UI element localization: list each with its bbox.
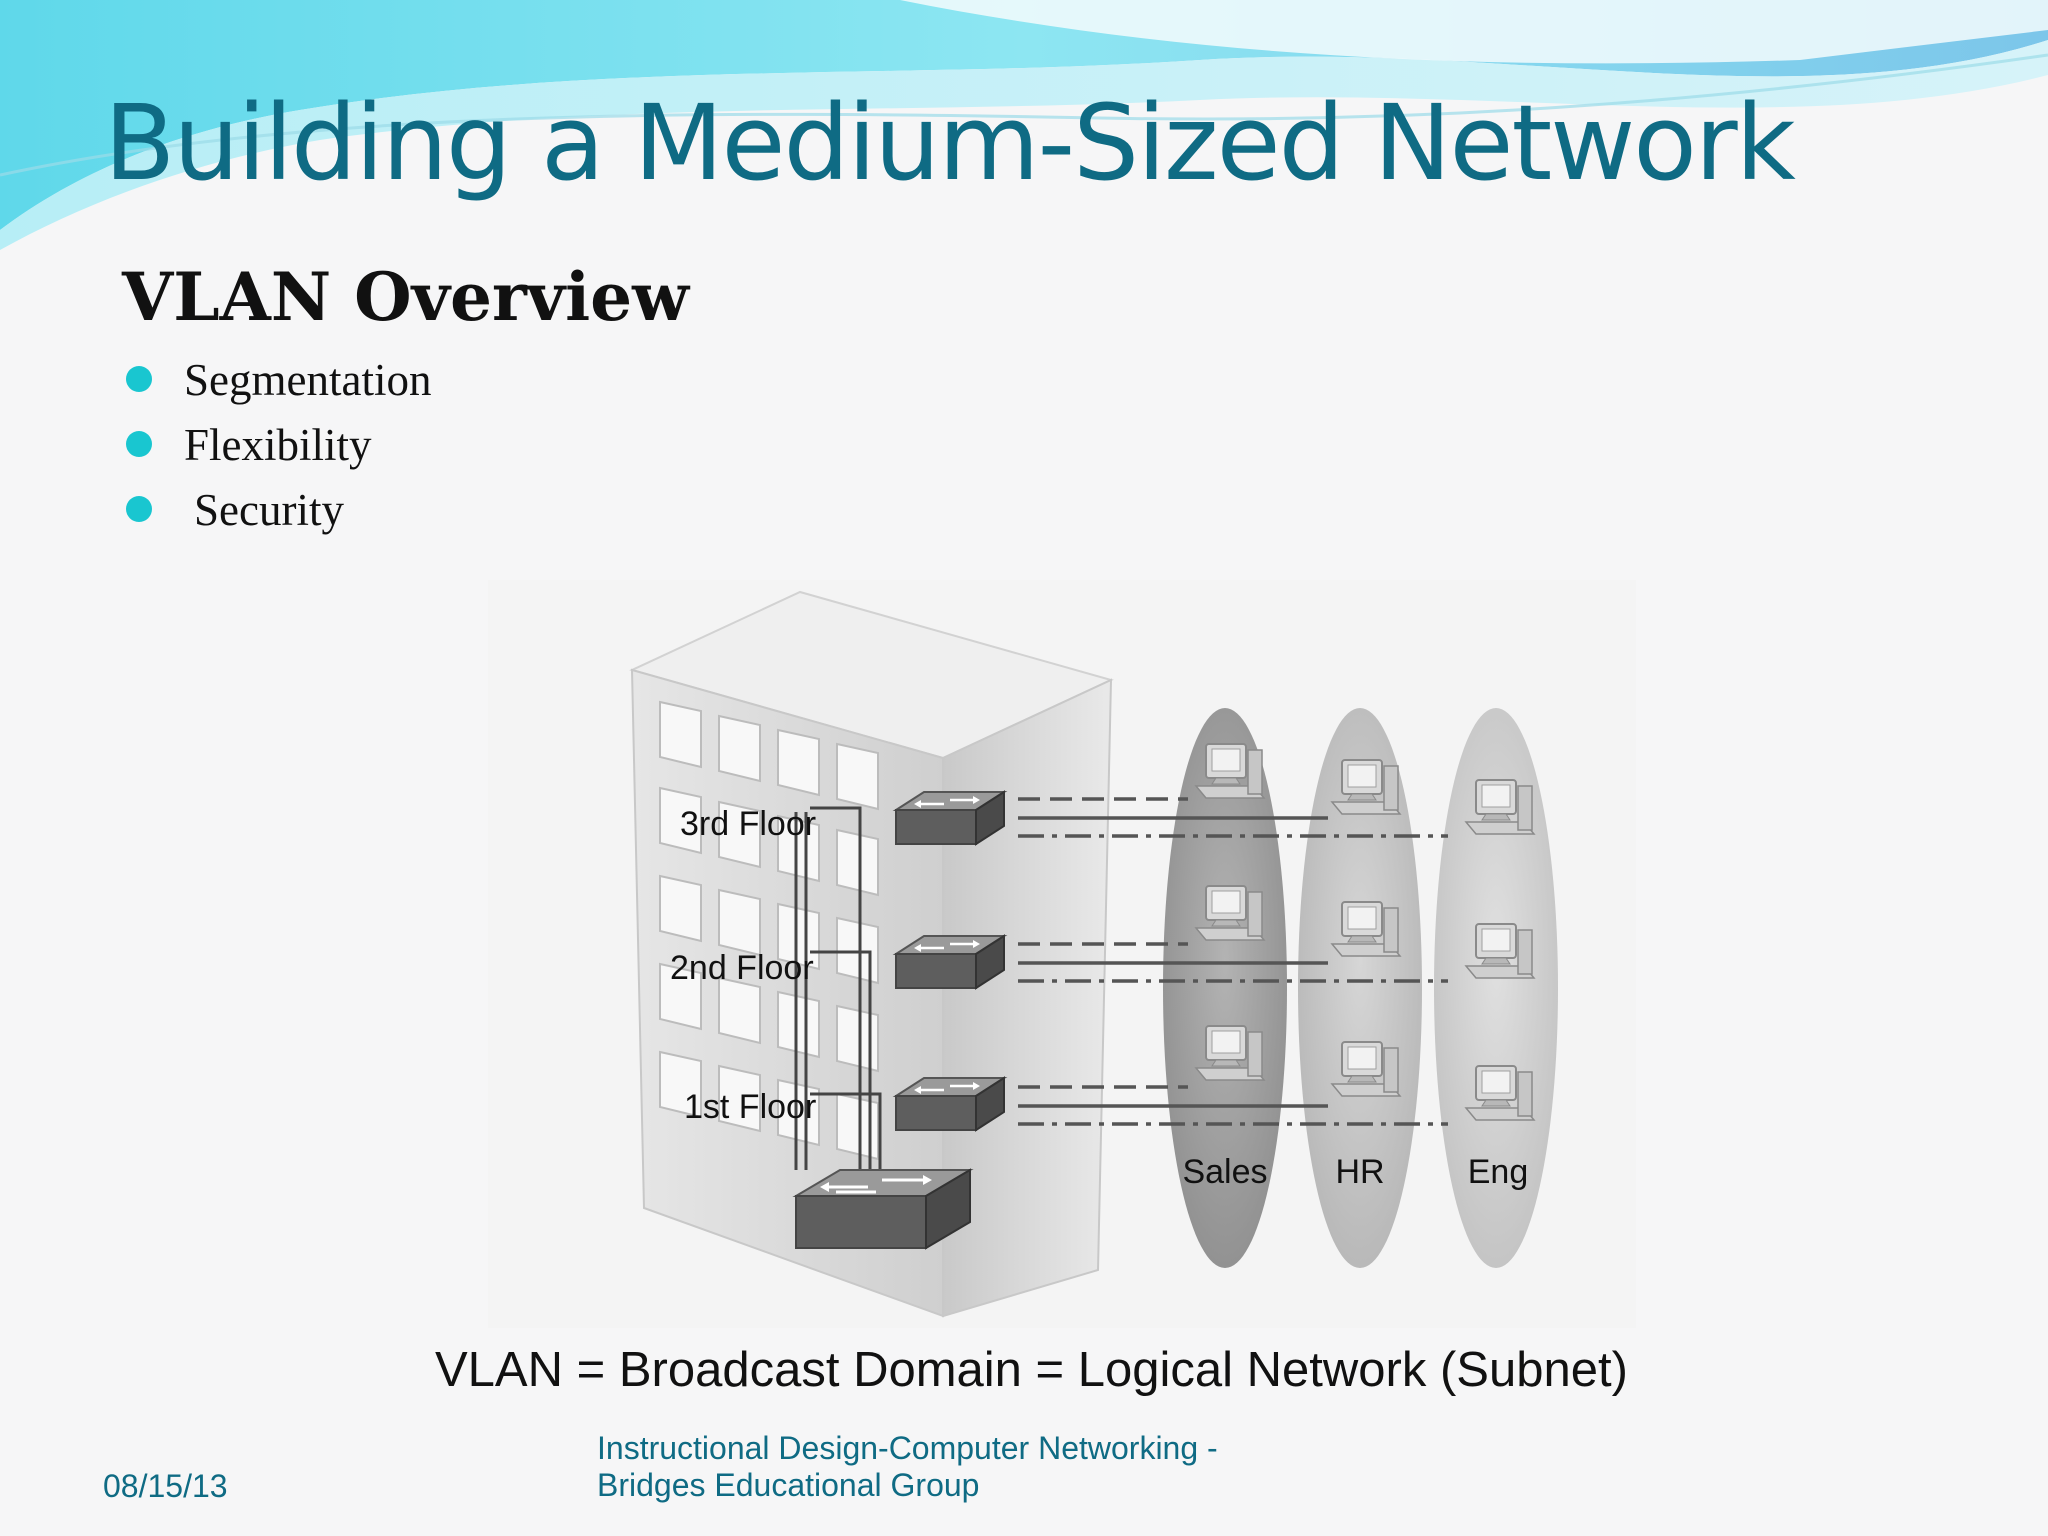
bullet-dot-icon — [126, 366, 152, 392]
vlan-group-eng — [1434, 708, 1558, 1268]
footer-organization: Instructional Design-Computer Networking… — [597, 1430, 1218, 1504]
bullet-item: Flexibility — [124, 415, 431, 480]
group-label: Sales — [1182, 1153, 1267, 1191]
diagram-caption: VLAN = Broadcast Domain = Logical Networ… — [435, 1343, 1628, 1397]
slide-subtitle: VLAN Overview — [122, 258, 689, 336]
floor-label: 1st Floor — [684, 1088, 816, 1126]
bullet-item: Security — [124, 480, 431, 545]
header-wave-decoration — [0, 0, 2048, 250]
vlan-links — [1018, 797, 1448, 1126]
building-windows — [659, 700, 879, 1161]
bullet-dot-icon — [126, 496, 152, 522]
footer-date: 08/15/13 — [103, 1468, 228, 1504]
footer-org-line: Bridges Educational Group — [597, 1467, 980, 1503]
vlan-group-sales — [1163, 708, 1287, 1268]
group-label: HR — [1335, 1153, 1384, 1191]
floor-3-switch — [894, 790, 1006, 846]
eng-pc-icon — [1465, 1065, 1535, 1121]
hr-pc-icon — [1331, 901, 1401, 957]
eng-pc-icon — [1465, 779, 1535, 835]
sales-pc-icon — [1195, 1025, 1265, 1081]
slide-title: Building a Medium-Sized Network — [104, 82, 1796, 204]
vlan-group-hr — [1298, 708, 1422, 1268]
footer-org-line: Instructional Design-Computer Networking… — [597, 1430, 1218, 1466]
vlan-diagram: 3rd Floor 2nd Floor 1st Floor Sales HR E… — [488, 580, 1636, 1328]
bullet-dot-icon — [126, 431, 152, 457]
bullet-text: Flexibility — [184, 420, 372, 470]
floor-1-switch — [894, 1076, 1006, 1132]
floor-label: 2nd Floor — [670, 949, 814, 987]
sales-pc-icon — [1195, 885, 1265, 941]
floor-label: 3rd Floor — [680, 805, 816, 843]
uplink-cables — [794, 806, 882, 1170]
core-switch — [792, 1168, 974, 1250]
sales-pc-icon — [1195, 743, 1265, 799]
hr-pc-icon — [1331, 1041, 1401, 1097]
group-label: Eng — [1468, 1153, 1529, 1191]
hr-pc-icon — [1331, 759, 1401, 815]
eng-pc-icon — [1465, 923, 1535, 979]
floor-2-switch — [894, 934, 1006, 990]
bullet-text: Security — [194, 485, 344, 535]
bullet-item: Segmentation — [124, 350, 431, 415]
bullet-text: Segmentation — [184, 355, 432, 405]
bullet-list: Segmentation Flexibility Security — [124, 350, 431, 545]
